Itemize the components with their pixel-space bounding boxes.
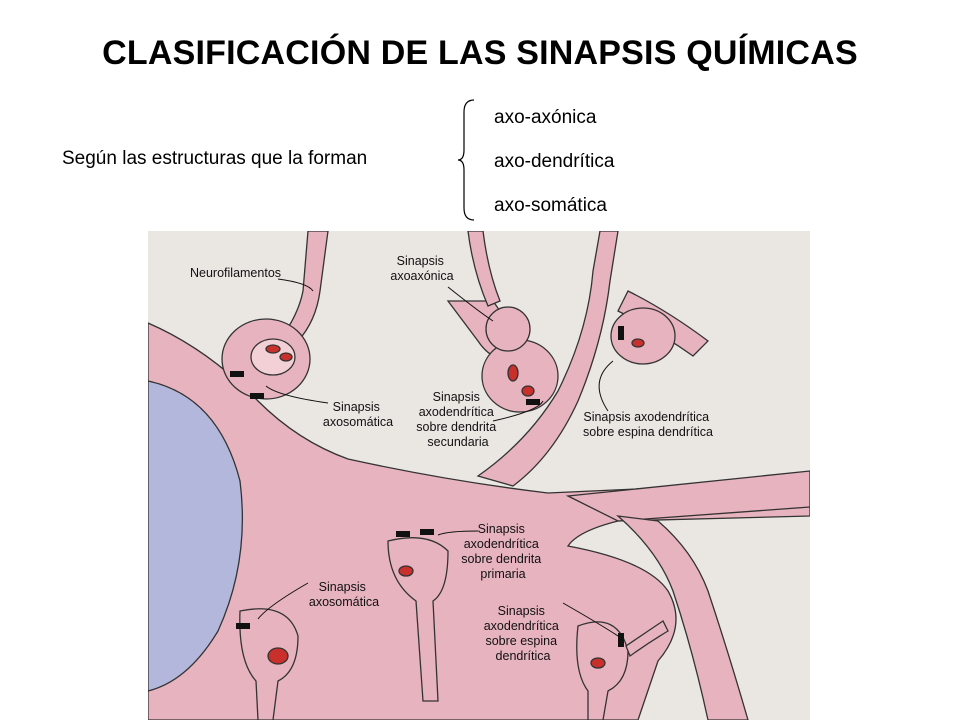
type-axo-somatica: axo-somática [494,195,607,216]
diagram-labels: Neurofilamentos Sinapsis axoaxónica Sina… [190,254,713,663]
bouton-axodendritic-secondary [481,339,559,413]
label-sinapsis-axosomatica-bottom: Sinapsis axosomática [309,580,379,609]
soma [148,322,810,720]
bouton-axodendritic-spine-top [610,307,676,365]
label-sinapsis-axodendritica-espina-top: Sinapsis axodendrítica sobre espina dend… [583,410,713,439]
curly-brace-icon [457,99,475,221]
type-axo-dendritica: axo-dendrítica [494,151,615,172]
label-sinapsis-axosomatica-top: Sinapsis axosomática [323,400,393,429]
dendrite-upper [476,231,619,487]
label-sinapsis-axoaxonica: Sinapsis axoaxónica [390,254,453,283]
classification-criterion: Según las estructuras que la forman [62,148,368,169]
label-sinapsis-axodendritica-secundaria: Sinapsis axodendrítica sobre dendrita se… [416,390,499,449]
nucleus [148,380,244,692]
dendrite-right [565,470,810,522]
type-axo-axonica: axo-axónica [494,107,597,128]
bouton-axodendritic-spine-bottom [576,621,629,720]
dendrite-lower-right [615,515,749,720]
label-sinapsis-axodendritica-espina-bottom: Sinapsis axodendrítica sobre espina dend… [484,604,563,663]
label-sinapsis-axodendritica-primaria: Sinapsis axodendrítica sobre dendrita pr… [461,522,544,581]
synapse-diagram: Neurofilamentos Sinapsis axoaxónica Sina… [148,231,810,720]
label-neurofilamentos: Neurofilamentos [190,266,281,280]
bouton-axodendritic-primary [387,537,449,702]
slide-title: CLASIFICACIÓN DE LAS SINAPSIS QUÍMICAS [102,34,858,72]
label-leader-lines [257,278,619,637]
bouton-axosomatic-bottom [239,608,299,720]
synapse-type-list: axo-axónica axo-dendrítica axo-somática [494,104,614,236]
